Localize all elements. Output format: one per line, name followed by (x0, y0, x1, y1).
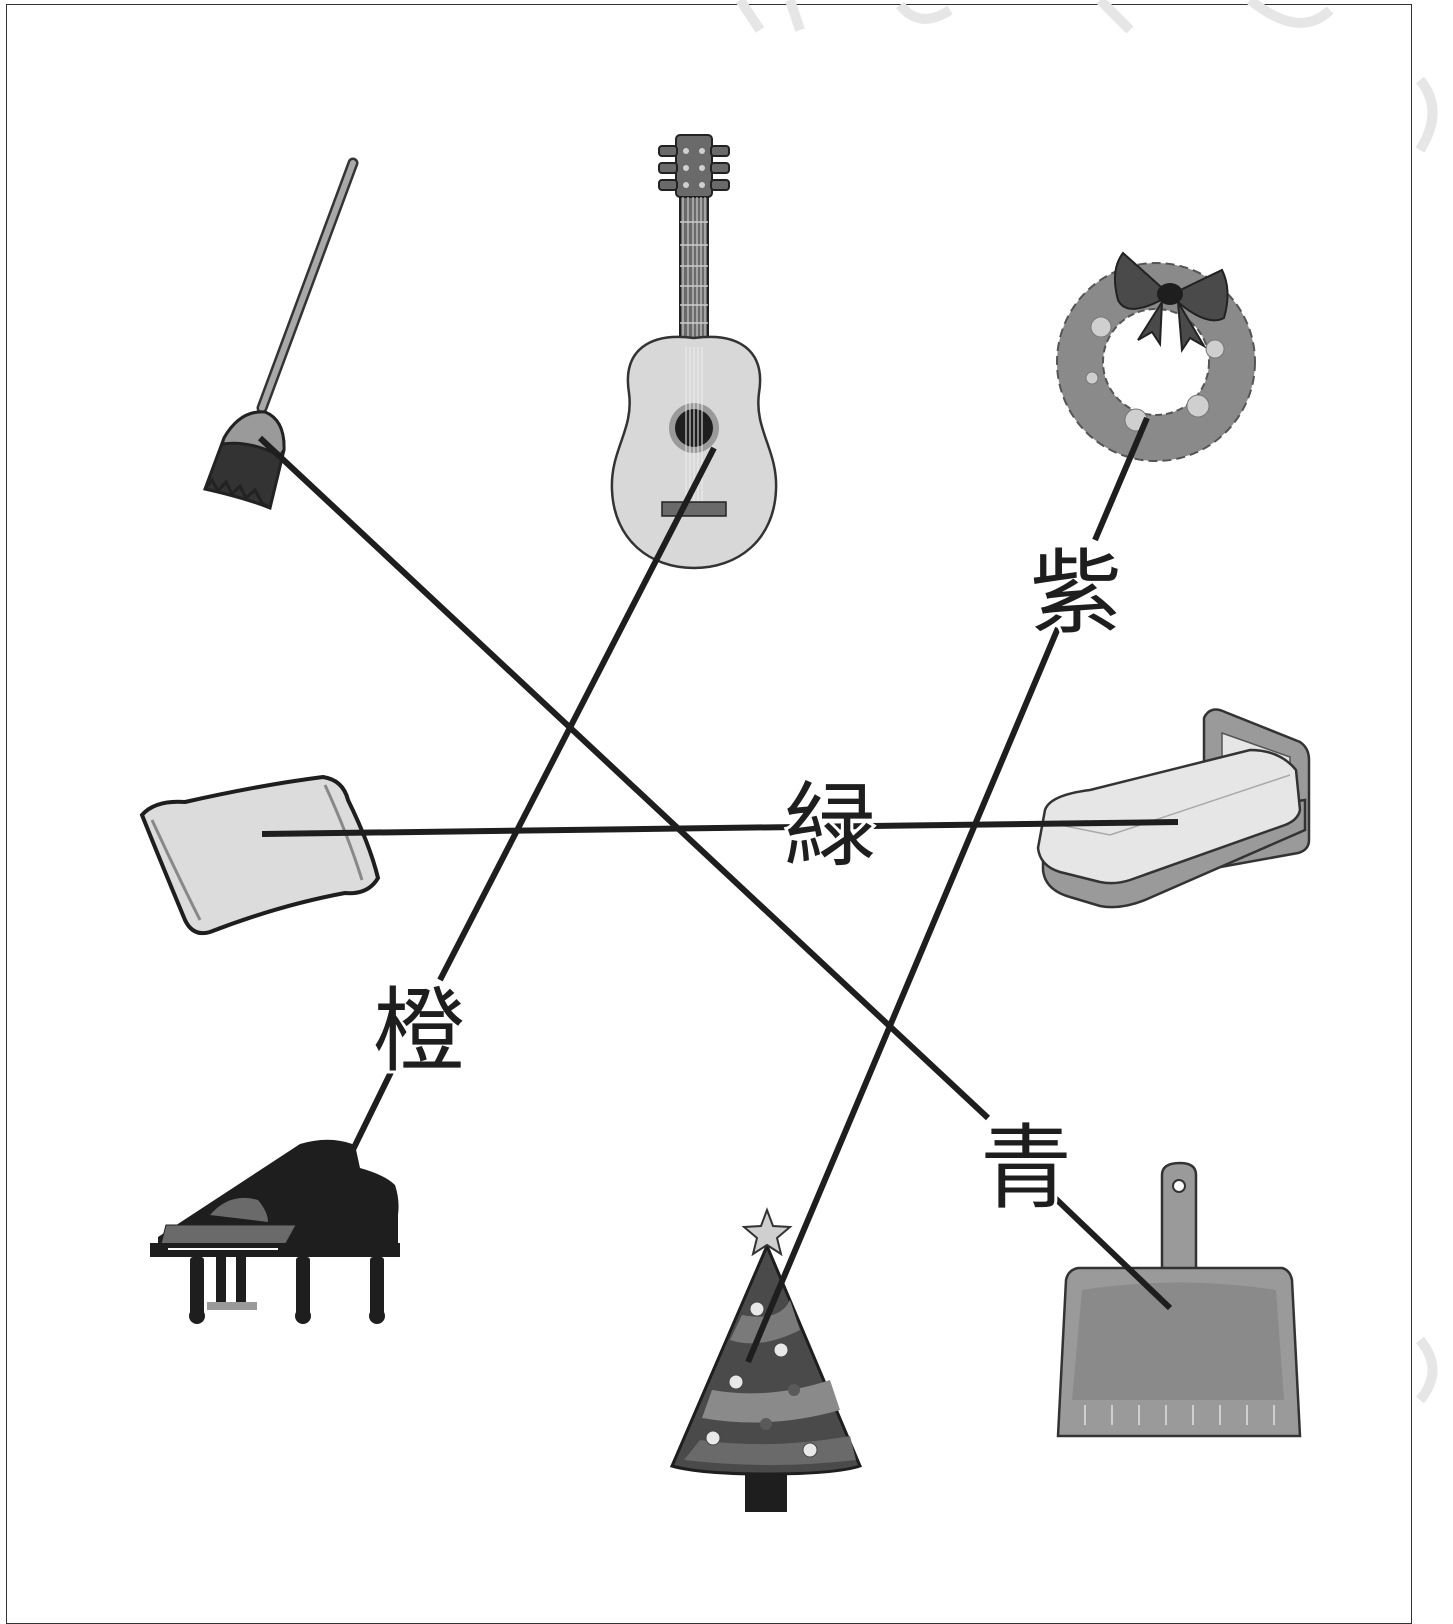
bed-icon (1036, 708, 1311, 909)
label-purple: 紫 (1030, 540, 1122, 647)
line-wreath-to-purple (1092, 416, 1150, 542)
line-purple-to-tree (745, 626, 1061, 1364)
christmas-tree-icon (669, 1207, 863, 1512)
label-green: 緑 (784, 773, 876, 880)
wreath-icon (1056, 251, 1256, 462)
line-broom-to-dustpan (257, 435, 991, 1121)
connection-lines (257, 416, 1179, 1364)
label-blue: 青 (980, 1115, 1072, 1222)
guitar-icon (610, 134, 778, 570)
line-pillow-to-bed (261, 819, 1179, 837)
line-orange-to-piano (340, 1068, 395, 1172)
color-labels: 紫 緑 橙 青 (370, 537, 1125, 1225)
line-guitar-to-piano (437, 446, 717, 982)
pillow-icon (139, 774, 381, 936)
dustpan-icon (1056, 1161, 1302, 1438)
piano-icon (150, 1139, 400, 1324)
label-orange: 橙 (373, 978, 465, 1085)
line-blue-to-dustpan (1052, 1195, 1173, 1311)
watermark (735, 0, 1438, 1404)
